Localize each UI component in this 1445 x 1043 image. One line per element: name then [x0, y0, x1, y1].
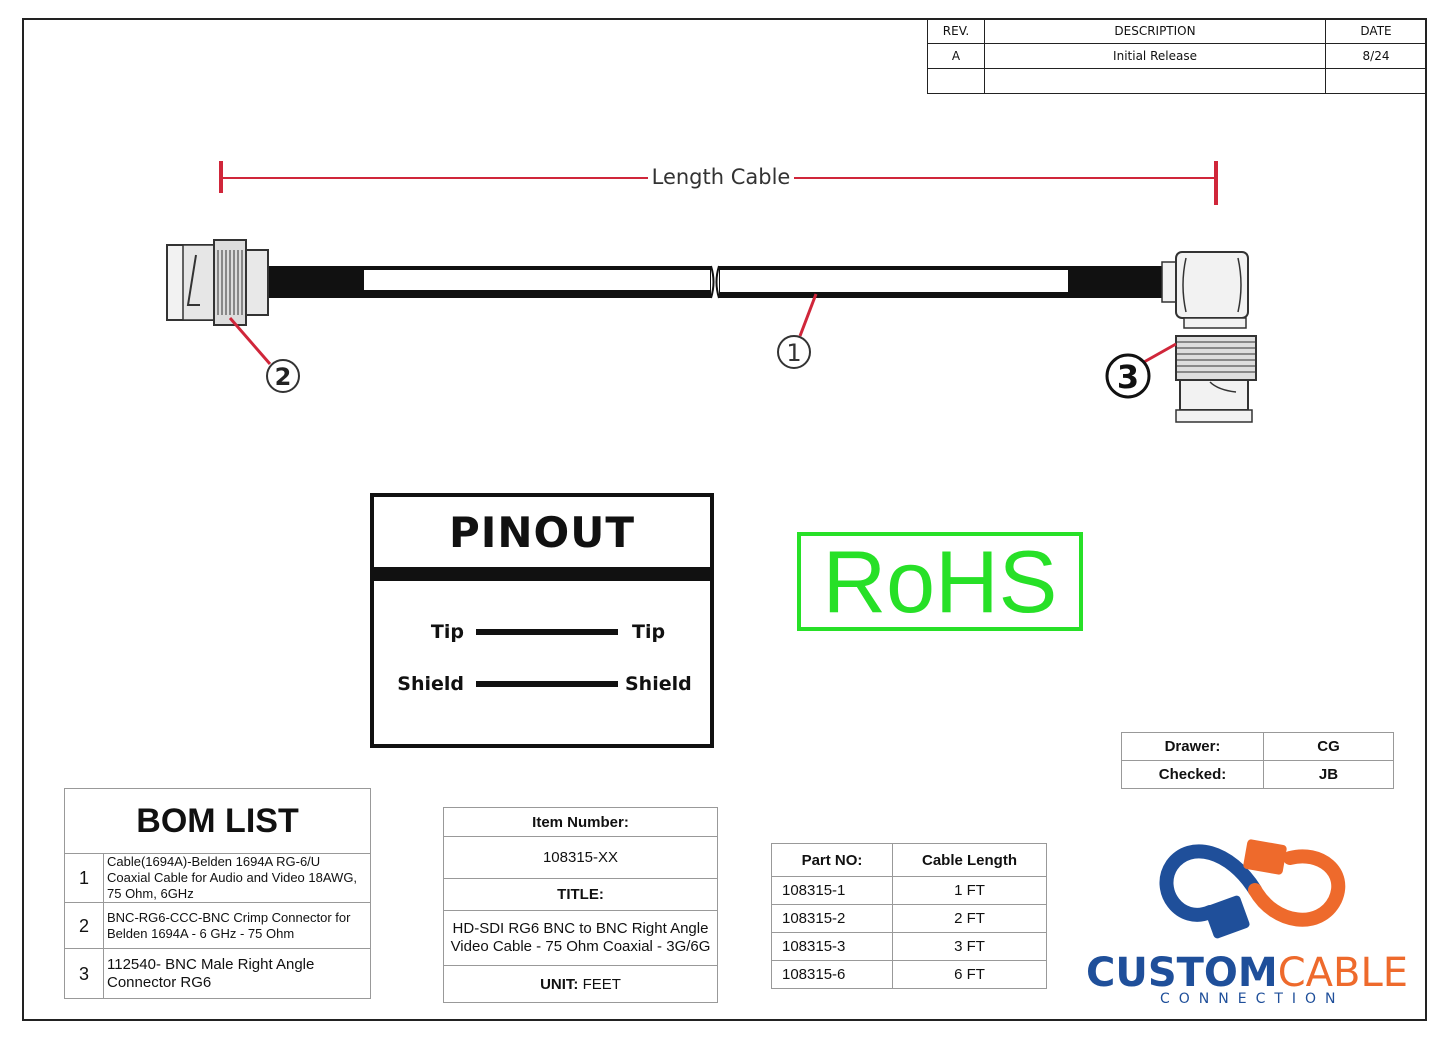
- date-value: 8/24: [1325, 43, 1427, 69]
- pinout-tip-wire: [476, 629, 618, 635]
- item-number-value: 108315-XX: [443, 836, 718, 879]
- pinout-shield-right: Shield: [625, 673, 692, 695]
- cable-length-4: 6 FT: [892, 960, 1047, 989]
- logo-subtitle: CONNECTION: [1160, 991, 1345, 1007]
- title-block: Item Number: 108315-XX TITLE: HD-SDI RG6…: [443, 807, 718, 1003]
- item-number-label: Item Number:: [443, 807, 718, 837]
- logo-word-custom: CUSTOM: [1086, 950, 1278, 996]
- title-label: TITLE:: [443, 878, 718, 911]
- parts-table: Part NO: Cable Length 108315-1 1 FT 1083…: [771, 843, 1047, 989]
- bom-item-2-num: 2: [64, 902, 104, 949]
- cable-length-header: Cable Length: [892, 843, 1047, 877]
- bom-item-3-num: 3: [64, 948, 104, 999]
- straight-bnc-connector: [166, 239, 269, 326]
- cable-length-2: 2 FT: [892, 904, 1047, 933]
- part-no-4: 108315-6: [771, 960, 893, 989]
- drawer-value: CG: [1263, 732, 1394, 761]
- cable-length-3: 3 FT: [892, 932, 1047, 961]
- callout-3-label: 3: [1117, 358, 1139, 396]
- drawer-table: Drawer: CG Checked: JB: [1121, 732, 1394, 789]
- bom-item-1-text: Cable(1694A)-Belden 1694A RG-6/U Coaxial…: [103, 853, 371, 903]
- description-header: DESCRIPTION: [984, 18, 1326, 44]
- pinout-tip-left: Tip: [430, 621, 464, 643]
- unit-label: UNIT:: [540, 975, 579, 993]
- checked-value: JB: [1263, 760, 1394, 789]
- length-dimension: Length Cable: [219, 161, 1218, 205]
- drawing-frame: [22, 18, 1427, 1021]
- part-no-2: 108315-2: [771, 904, 893, 933]
- pinout-tip-right: Tip: [632, 621, 666, 643]
- pinout-title: PINOUT: [374, 497, 710, 581]
- callout-2: 2: [228, 317, 300, 393]
- bom-item-3-text: 112540- BNC Male Right Angle Connector R…: [103, 948, 371, 999]
- bom-table: BOM LIST 1 Cable(1694A)-Belden 1694A RG-…: [64, 788, 371, 999]
- date-header: DATE: [1325, 18, 1427, 44]
- bom-item-1-num: 1: [64, 853, 104, 903]
- part-no-header: Part NO:: [771, 843, 893, 877]
- callout-3: 3: [1105, 342, 1177, 399]
- length-label: Length Cable: [652, 165, 791, 189]
- callout-2-label: 2: [275, 363, 292, 391]
- rohs-mark: RoHS: [797, 532, 1083, 631]
- date-empty: [1325, 68, 1427, 94]
- callout-1: 1: [777, 293, 818, 369]
- cable-diagram: Length Cable: [166, 161, 1257, 423]
- part-no-3: 108315-3: [771, 932, 893, 961]
- drawer-label: Drawer:: [1121, 732, 1264, 761]
- bom-title: BOM LIST: [64, 788, 371, 854]
- part-no-1: 108315-1: [771, 876, 893, 905]
- logo-wordmark: CUSTOMCABLE: [1086, 950, 1408, 996]
- callout-1-label: 1: [786, 339, 801, 367]
- pinout-box: PINOUT Tip Tip Shield Shield: [370, 493, 714, 748]
- cable-length-1: 1 FT: [892, 876, 1047, 905]
- cable: [268, 265, 1164, 299]
- checked-label: Checked:: [1121, 760, 1264, 789]
- pinout-shield-left: Shield: [397, 673, 464, 695]
- logo-cable-icon: [1159, 839, 1346, 939]
- revision-table: REV. DESCRIPTION DATE A Initial Release …: [927, 18, 1427, 94]
- unit-cell: UNIT: FEET: [443, 965, 718, 1003]
- pinout-shield-wire: [476, 681, 618, 687]
- bom-item-2-text: BNC-RG6-CCC-BNC Crimp Connector for Beld…: [103, 902, 371, 949]
- unit-value: FEET: [582, 975, 621, 993]
- title-value: HD-SDI RG6 BNC to BNC Right Angle Video …: [443, 910, 718, 966]
- rev-empty: [927, 68, 985, 94]
- right-angle-bnc-connector: [1161, 251, 1257, 423]
- logo-word-cable: CABLE: [1277, 950, 1409, 996]
